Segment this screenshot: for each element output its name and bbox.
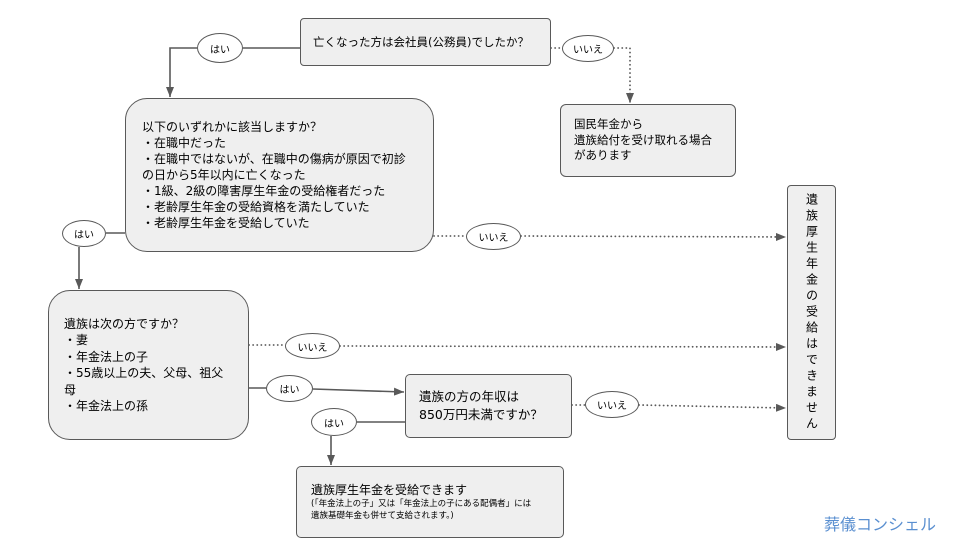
eligible-title: 遺族厚生年金を受給できます <box>311 483 468 497</box>
conditions-line: 以下のいずれかに該当しますか？ <box>142 120 323 134</box>
arrow-no-to-not-eligible-2 <box>339 342 787 351</box>
survivor-line: ・55歳以上の夫、父母、祖父 <box>64 366 224 380</box>
arrow-no-to-not-eligible-1 <box>520 232 787 241</box>
conditions-line: ・在職中だった <box>142 136 227 150</box>
question-conditions-box: 以下のいずれかに該当しますか？ ・在職中だった ・在職中ではないが、在職中の傷病… <box>125 98 434 252</box>
yes-label-conditions: はい <box>62 220 106 247</box>
not-eligible-text: 遺族厚生年金の受給はできません <box>804 192 819 433</box>
national-pension-line: 国民年金から <box>574 117 643 132</box>
survivor-line: ・妻 <box>64 333 89 347</box>
survivor-line: ・年金法上の孫 <box>64 399 149 413</box>
question-employee-box: 亡くなった方は会社員(公務員)でしたか？ <box>300 18 551 66</box>
question-survivor-box: 遺族は次の方ですか？ ・妻 ・年金法上の子 ・55歳以上の夫、父母、祖父 母 ・… <box>48 290 249 440</box>
no-label-income: いいえ <box>585 391 639 418</box>
national-pension-line: 遺族給付を受け取れる場合 <box>574 132 712 147</box>
arrow-yes-to-income <box>312 387 405 396</box>
survivor-line: ・年金法上の子 <box>64 349 149 364</box>
conditions-line: ・在職中ではないが、在職中の傷病が原因で初診 <box>142 152 406 166</box>
eligible-note-line: (「年金法上の子」又は「年金法上の子にある配偶者」には <box>311 499 532 509</box>
conditions-line: ・老齢厚生年金を受給していた <box>142 216 310 230</box>
survivor-line: 母 <box>64 382 77 397</box>
arrow-no-to-not-eligible-3 <box>638 403 787 412</box>
conditions-line: ・1級、2級の障害厚生年金の受給権者だった <box>142 184 386 198</box>
conditions-line: ・老齢厚生年金の受給資格を満たしていた <box>142 200 370 214</box>
yes-label-survivor: はい <box>266 375 313 402</box>
question-income-box: 遺族の方の年収は 850万円未満ですか？ <box>405 374 572 438</box>
survivor-line: 遺族は次の方ですか？ <box>64 316 185 331</box>
question-employee-text: 亡くなった方は会社員(公務員)でしたか？ <box>313 35 529 49</box>
no-label-employee: いいえ <box>562 35 614 62</box>
not-eligible-result-box: 遺族厚生年金の受給はできません <box>787 185 836 440</box>
watermark-logo: 葬儀コンシェル <box>824 515 937 534</box>
income-line: 850万円未満ですか？ <box>419 407 543 422</box>
conditions-line: の日から5年以内に亡くなった <box>142 168 306 182</box>
yes-label-employee: はい <box>197 33 243 63</box>
income-line: 遺族の方の年収は <box>419 389 520 404</box>
no-label-survivor: いいえ <box>285 333 340 359</box>
national-pension-line: があります <box>574 148 632 163</box>
eligible-result-box: 遺族厚生年金を受給できます (「年金法上の子」又は「年金法上の子にある配偶者」に… <box>296 466 564 538</box>
no-label-conditions: いいえ <box>466 223 521 250</box>
national-pension-result-box: 国民年金から 遺族給付を受け取れる場合 があります <box>560 104 736 177</box>
arrow-no-to-national-pension <box>613 47 634 104</box>
arrow-yes-to-conditions <box>166 47 197 97</box>
yes-label-income: はい <box>311 408 357 436</box>
eligible-note-line: 遺族基礎年金も併せて支給されます。) <box>311 511 454 521</box>
